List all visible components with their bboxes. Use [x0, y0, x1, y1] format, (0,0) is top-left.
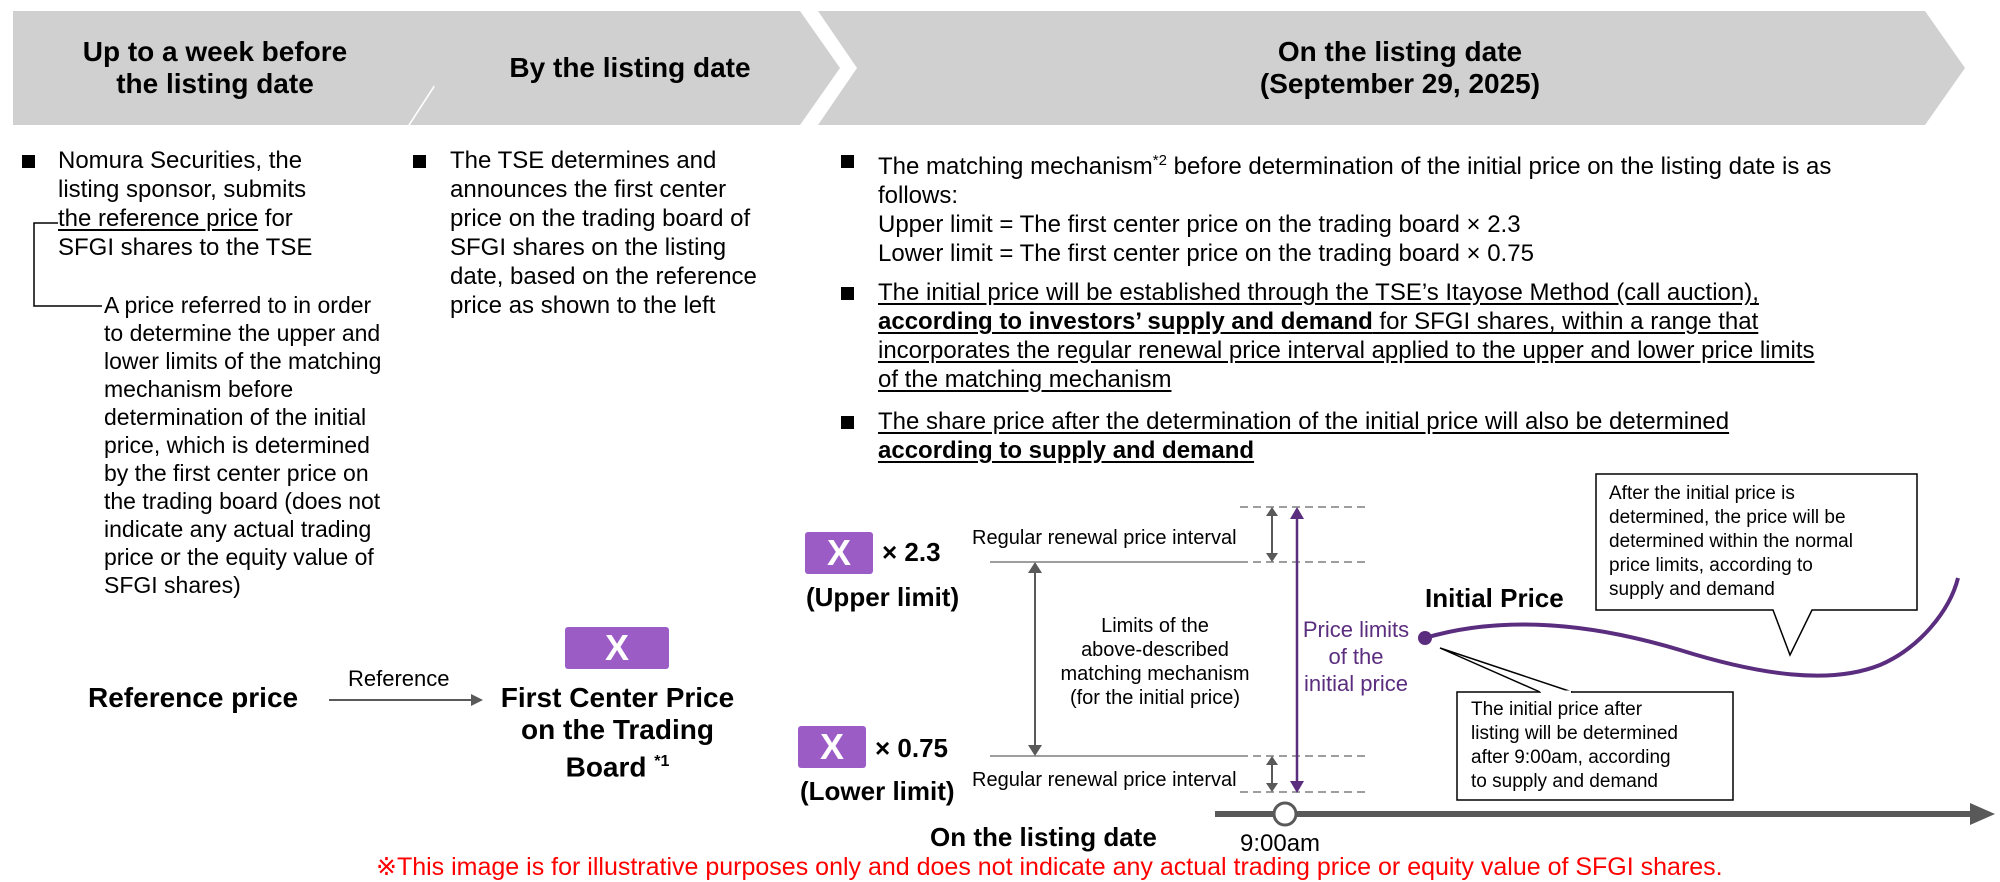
bullet-square — [413, 155, 426, 168]
reference-arrow — [329, 694, 483, 706]
header-chevrons — [13, 11, 1965, 125]
bullet-square — [841, 416, 854, 429]
header-chevron-1 — [13, 11, 445, 125]
header-chevron-3 — [818, 11, 1965, 125]
col1-bullet-text: Nomura Securities, the listing sponsor, … — [58, 147, 313, 261]
col3-bullet-1: The matching mechanism*2 before determin… — [878, 152, 1832, 267]
header-col3: On the listing date(September 29, 2025) — [1259, 36, 1541, 99]
upper-x-box: X — [805, 532, 873, 574]
upper-multiplier: × 2.3 — [882, 537, 941, 567]
illustrative-notice: ※This image is for illustrative purposes… — [376, 853, 1723, 881]
reference-arrow-label: Reference — [348, 666, 450, 691]
regular-interval-top: Regular renewal price interval — [972, 527, 1237, 549]
time-axis-label: On the listing date — [930, 822, 1157, 852]
reference-price-label: Reference price — [88, 682, 299, 713]
initial-price-label: Initial Price — [1425, 583, 1564, 613]
time-marker-label: 9:00am — [1240, 830, 1321, 857]
bullet-square — [841, 155, 854, 168]
bullet-square — [841, 287, 854, 300]
lower-x-box: X — [798, 726, 866, 768]
bullet-square — [22, 155, 35, 168]
upper-limit-label: (Upper limit) — [806, 582, 960, 612]
regular-interval-bottom: Regular renewal price interval — [972, 769, 1237, 791]
first-center-x-box: X — [565, 627, 669, 669]
col3-bullet-3: The share price after the determination … — [878, 408, 1730, 464]
header-col2: By the listing date — [509, 52, 751, 83]
col1-bracket — [33, 222, 102, 307]
col3-bullet-2: The initial price will be established th… — [878, 279, 1815, 393]
lower-limit-label: (Lower limit) — [800, 776, 955, 806]
lower-multiplier: × 0.75 — [875, 733, 949, 763]
first-center-price-label: First Center Price on the Trading Board … — [500, 682, 735, 783]
